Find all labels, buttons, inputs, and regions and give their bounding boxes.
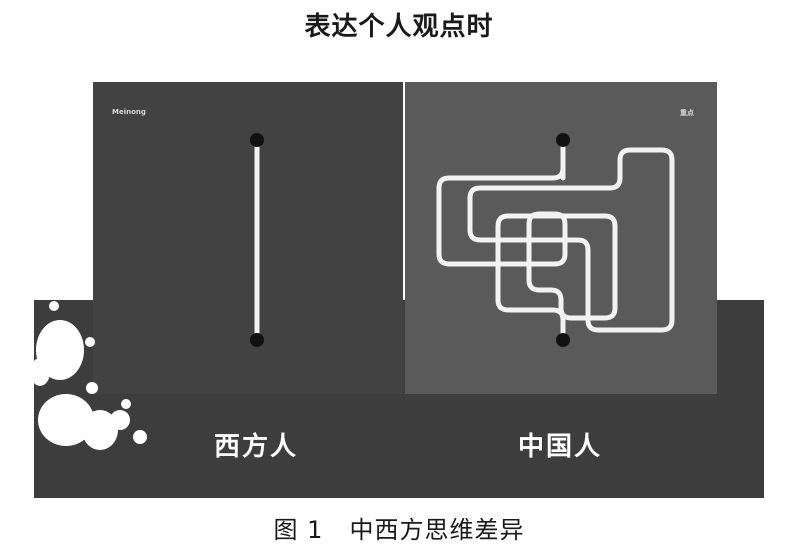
blob (121, 399, 131, 409)
china-label: 中国人 (518, 432, 603, 462)
winding-path (436, 133, 675, 347)
figure-caption: 图 1 中西方思维差异 (0, 510, 798, 545)
end-dot (556, 333, 570, 347)
winding-line-outer (467, 147, 675, 333)
west-panel (93, 82, 403, 394)
straight-path (250, 133, 264, 347)
diagram-title: 表达个人观点时 (304, 12, 494, 42)
blob (30, 358, 50, 386)
figure-caption-text: 中西方思维差异 (349, 516, 525, 544)
blob (38, 394, 94, 446)
figure-number: 图 1 (273, 516, 324, 544)
blob (133, 430, 147, 444)
west-label: 西方人 (214, 432, 299, 462)
start-dot (250, 133, 264, 147)
winding-line (436, 137, 618, 343)
blob (49, 301, 59, 311)
blob (85, 337, 95, 347)
blob (110, 410, 130, 430)
blob (82, 410, 118, 450)
start-dot (556, 133, 570, 147)
decorative-blobs (30, 301, 147, 450)
west-brand-text: Meinong (112, 108, 146, 116)
china-brand-text: 重点 (680, 109, 694, 117)
blob (86, 382, 98, 394)
end-dot (250, 333, 264, 347)
